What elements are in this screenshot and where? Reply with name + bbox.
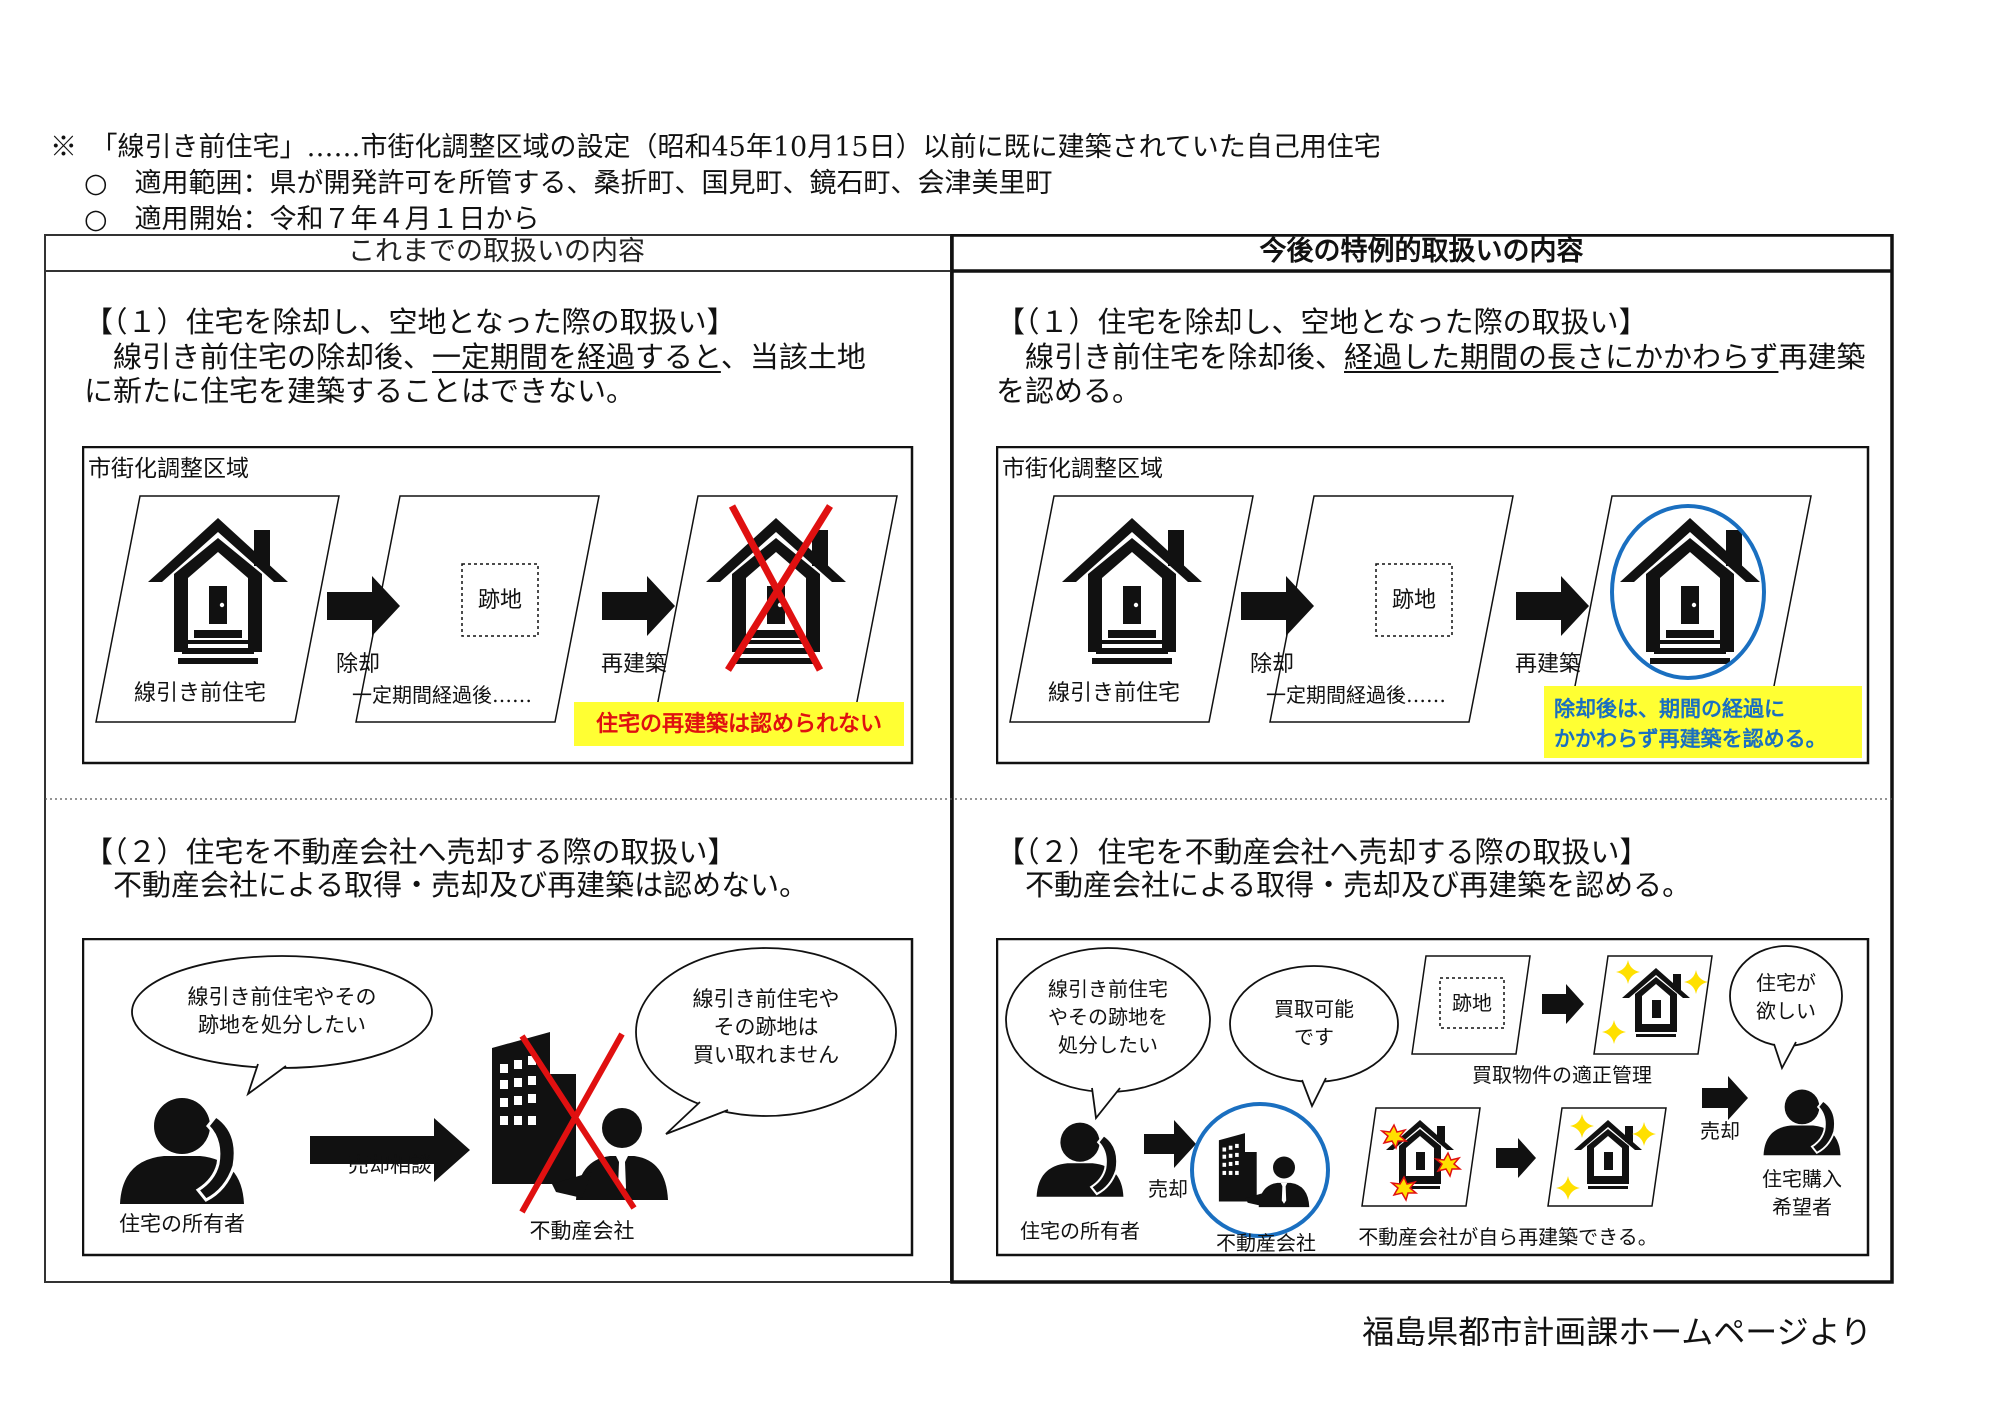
svg-text:跡地を処分したい: 跡地を処分したい bbox=[198, 1013, 366, 1037]
buyer-label: 希望者 bbox=[1772, 1195, 1832, 1219]
zone-label: 市街化調整区域 bbox=[88, 456, 249, 482]
callout-text: 住宅の再建築は認められない bbox=[596, 711, 882, 737]
company-label: 不動産会社 bbox=[530, 1219, 635, 1243]
left-rebuild-diagram: 市街化調整区域 線引き前住宅 除却 跡地 一定期間経過後…… 再建築 住宅の再建… bbox=[82, 446, 914, 765]
arrow-icon bbox=[1702, 1076, 1748, 1120]
vacant-lot bbox=[1439, 977, 1505, 1029]
arrow-icon bbox=[1496, 1138, 1536, 1178]
svg-text:住宅が: 住宅が bbox=[1756, 971, 1816, 995]
svg-text:線引き前住宅: 線引き前住宅 bbox=[1048, 977, 1168, 1001]
speech-bubble: 買取可能 です bbox=[1229, 965, 1399, 1109]
lot-label: 跡地 bbox=[478, 588, 522, 613]
callout-text: 除却後は、期間の経過に bbox=[1554, 697, 1785, 721]
rebuild-label: 再建築 bbox=[1515, 652, 1581, 677]
speech-bubble: 線引き前住宅やその 跡地を処分したい bbox=[131, 955, 433, 1097]
left-s1-title: 【（１）住宅を除却し、空地となった際の取扱い】 bbox=[84, 305, 736, 339]
svg-text:買い取れません: 買い取れません bbox=[693, 1043, 839, 1067]
arrow-icon bbox=[1241, 576, 1314, 636]
owner-label: 住宅の所有者 bbox=[119, 1212, 245, 1236]
arrow-icon bbox=[1144, 1120, 1196, 1168]
right-sale-diagram: 線引き前住宅 やその跡地を 処分したい 買取可能 です 住宅が 欲しい 跡地 買… bbox=[996, 938, 1870, 1257]
notes: ※ 「線引き前住宅」……市街化調整区域の設定（昭和45年10月15日）以前に既に… bbox=[50, 130, 1381, 238]
parcel-house bbox=[1593, 955, 1713, 1055]
parcel-lot bbox=[1411, 955, 1531, 1055]
svg-text:欲しい: 欲しい bbox=[1756, 999, 1816, 1023]
owner-label: 住宅の所有者 bbox=[1020, 1219, 1140, 1243]
house-label: 線引き前住宅 bbox=[134, 681, 266, 706]
cross-icon bbox=[725, 504, 833, 672]
parcel-new-house bbox=[1547, 1107, 1667, 1207]
approval-circle bbox=[1610, 504, 1766, 680]
rebuild-label: 再建築 bbox=[601, 652, 667, 677]
note-start: ○ 適用開始：令和７年４月１日から bbox=[84, 204, 540, 235]
left-sale-diagram: 線引き前住宅やその 跡地を処分したい 線引き前住宅や その跡地は 買い取れません… bbox=[82, 938, 914, 1257]
right-column-header: 今後の特例的取扱いの内容 bbox=[1259, 236, 1584, 267]
sold-label: 売却 bbox=[1700, 1119, 1740, 1143]
svg-text:やその跡地を: やその跡地を bbox=[1048, 1005, 1168, 1029]
callout-text: かかわらず再建築を認める。 bbox=[1554, 727, 1827, 751]
svg-text:です: です bbox=[1294, 1025, 1334, 1049]
note-scope: ○ 適用範囲：県が開発許可を所管する、桑折町、国見町、鏡石町、会津美里町 bbox=[84, 168, 1053, 199]
consult-label: 売却相談 bbox=[348, 1153, 432, 1177]
parcel-old-house bbox=[1361, 1107, 1481, 1207]
left-s1-body: 線引き前住宅の除却後、一定期間を経過すると、当該土地に新たに住宅を建築することは… bbox=[84, 340, 866, 408]
lot-label: 跡地 bbox=[1392, 588, 1436, 613]
right-s1-title: 【（１）住宅を除却し、空地となった際の取扱い】 bbox=[996, 305, 1648, 339]
manage-label: 買取物件の適正管理 bbox=[1472, 1063, 1652, 1087]
svg-text:処分したい: 処分したい bbox=[1058, 1033, 1158, 1057]
parcel-2 bbox=[1269, 495, 1514, 723]
zone-label: 市街化調整区域 bbox=[1002, 456, 1163, 482]
parcel-1 bbox=[95, 495, 340, 723]
rebuild-caption: 不動産会社が自ら再建築できる。 bbox=[1358, 1225, 1658, 1249]
cross-icon bbox=[519, 1032, 637, 1214]
parcel-2 bbox=[355, 495, 600, 723]
note-definition: ※ 「線引き前住宅」……市街化調整区域の設定（昭和45年10月15日）以前に既に… bbox=[50, 132, 1381, 163]
svg-text:買取可能: 買取可能 bbox=[1274, 997, 1354, 1021]
vacant-lot bbox=[1375, 563, 1453, 637]
source-credit: 福島県都市計画課ホームページより bbox=[1362, 1313, 1872, 1351]
arrow-icon bbox=[327, 576, 400, 636]
speech-bubble: 線引き前住宅 やその跡地を 処分したい bbox=[1005, 947, 1211, 1121]
right-rebuild-diagram: 市街化調整区域 線引き前住宅 除却 跡地 一定期間経過後…… 再建築 除却後は、… bbox=[996, 446, 1870, 765]
demolish-label: 除却 bbox=[1250, 652, 1294, 677]
speech-bubble: 住宅が 欲しい bbox=[1729, 945, 1843, 1071]
parcel-1 bbox=[1009, 495, 1254, 723]
left-column-header: これまでの取扱いの内容 bbox=[348, 236, 645, 267]
right-s1-body: 線引き前住宅を除却後、経過した期間の長さにかかわらず再建築を認める。 bbox=[996, 340, 1866, 408]
svg-text:線引き前住宅や: 線引き前住宅や bbox=[693, 987, 840, 1011]
buyer-label: 住宅購入 bbox=[1762, 1167, 1842, 1191]
demolish-label: 除却 bbox=[336, 652, 380, 677]
approval-circle bbox=[1190, 1102, 1330, 1238]
comparison-frame bbox=[44, 234, 1894, 1284]
right-s2-body: 不動産会社による取得・売却及び再建築を認める。 bbox=[996, 868, 1692, 902]
arrow-icon bbox=[310, 1118, 470, 1182]
left-s2-body: 不動産会社による取得・売却及び再建築は認めない。 bbox=[84, 868, 809, 902]
company-label: 不動産会社 bbox=[1216, 1231, 1316, 1255]
lot-caption: 一定期間経過後…… bbox=[1266, 683, 1446, 707]
lot-caption: 一定期間経過後…… bbox=[352, 683, 532, 707]
sell-label: 売却 bbox=[1148, 1177, 1188, 1201]
callout-box bbox=[574, 702, 904, 746]
house-label: 線引き前住宅 bbox=[1048, 681, 1180, 706]
svg-text:その跡地は: その跡地は bbox=[714, 1015, 819, 1039]
callout-box bbox=[1544, 686, 1862, 758]
left-s2-title: 【（２）住宅を不動産会社へ売却する際の取扱い】 bbox=[84, 835, 737, 869]
vacant-lot bbox=[461, 563, 539, 637]
arrow-icon bbox=[602, 576, 675, 636]
speech-bubble: 線引き前住宅や その跡地は 買い取れません bbox=[635, 947, 897, 1135]
lot-label: 跡地 bbox=[1452, 991, 1492, 1015]
svg-text:線引き前住宅やその: 線引き前住宅やその bbox=[188, 985, 377, 1009]
arrow-icon bbox=[1542, 984, 1584, 1024]
right-s2-title: 【（２）住宅を不動産会社へ売却する際の取扱い】 bbox=[996, 835, 1649, 869]
arrow-icon bbox=[1516, 576, 1589, 636]
